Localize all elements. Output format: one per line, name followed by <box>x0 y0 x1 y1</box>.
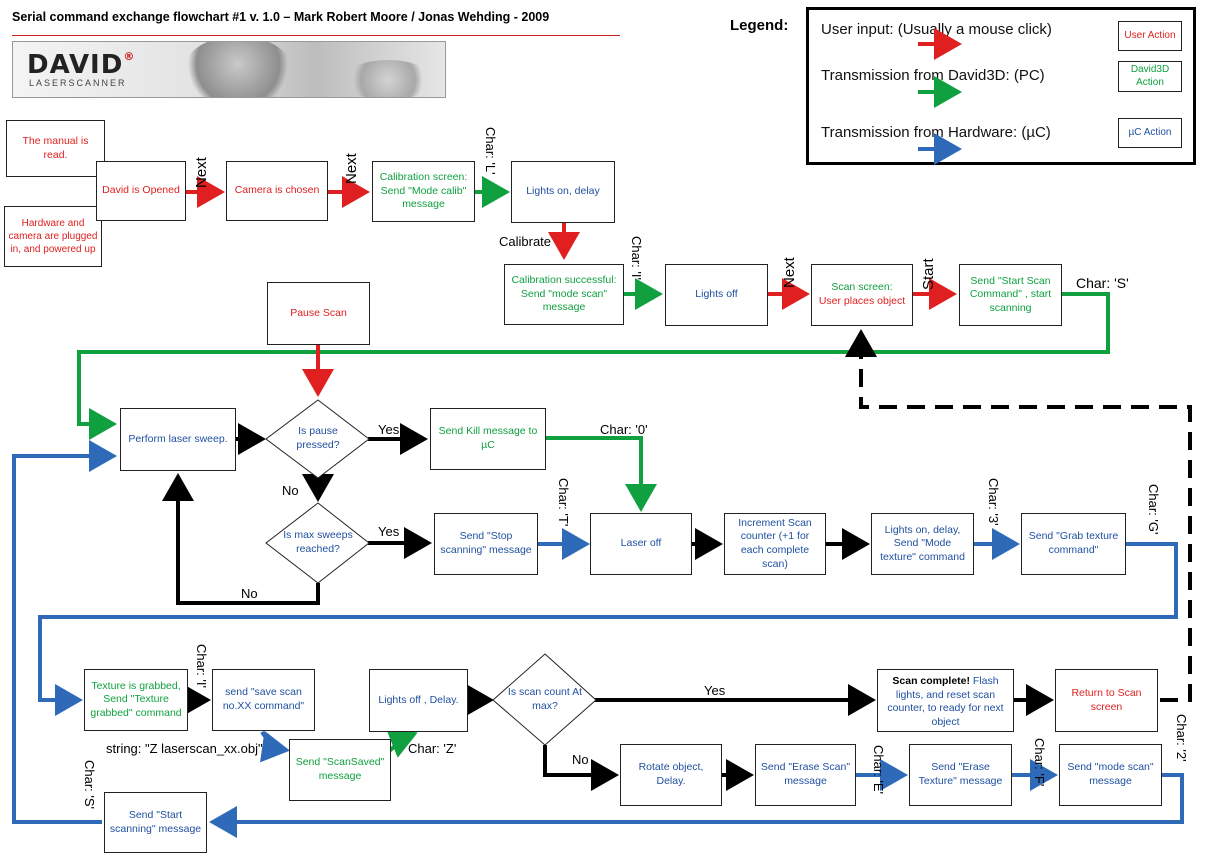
label-no-3: No <box>572 752 589 767</box>
label-char-i: Char: 'I' <box>629 236 644 280</box>
box-rotate-object: Rotate object, Delay. <box>620 744 722 806</box>
box-save-scan: send "save scan no.XX command" <box>212 669 315 731</box>
box-pause-scan: Pause Scan <box>267 282 370 345</box>
legend-hw-chip: µC Action <box>1118 118 1182 148</box>
label-string-z: string: "Z laserscan_xx.obj" <box>106 741 263 756</box>
label-start: Start <box>920 258 937 290</box>
label-yes-3: Yes <box>704 683 726 698</box>
label-char-g: Char: 'G' <box>1146 484 1161 535</box>
label-char-z: Char: 'Z' <box>408 741 457 756</box>
legend-pc-chip: David3D Action <box>1118 61 1182 92</box>
box-scan-screen: Scan screen: User places object <box>811 264 913 326</box>
label-calibrate: Calibrate <box>499 234 552 249</box>
david-logo: DAVID® LASERSCANNER <box>12 41 446 98</box>
box-send-stop-scanning: Send "Stop scanning" message <box>434 513 538 575</box>
label-no-1: No <box>282 483 299 498</box>
box-lights-on-delay: Lights on, delay <box>511 161 615 223</box>
box-calibration-successful: Calibration successful: Send "mode scan"… <box>504 264 624 325</box>
arrow-return-dashed <box>845 329 1192 702</box>
box-hardware-ready: Hardware and camera are plugged in, and … <box>4 206 102 267</box>
label-char-t: Char: 'T' <box>556 478 571 527</box>
label-char-l: Char: 'L' <box>483 127 498 175</box>
diamond-scan-count <box>492 653 597 746</box>
box-lights-off-delay: Lights off , Delay. <box>369 669 468 732</box>
logo-hand-image <box>343 60 433 97</box>
text-scan-count: Is scan count At max? <box>507 686 583 712</box>
arrow-grab-texture <box>38 542 1178 716</box>
diamond-pause-pressed <box>265 399 370 479</box>
arrow-count-no <box>543 745 619 791</box>
box-david-opened: David is Opened <box>96 161 186 221</box>
text-pause-pressed: Is pause pressed? <box>296 425 340 451</box>
label-char-2: Char: '2' <box>1174 714 1189 762</box>
box-return-scan-screen: Return to Scan screen <box>1055 669 1158 732</box>
chart-title: Serial command exchange flowchart #1 v. … <box>12 10 550 24</box>
arrow-start-to-sweep-blue <box>12 440 117 824</box>
box-erase-texture: Send "Erase Texture" message <box>909 744 1012 806</box>
logo-wordmark: DAVID® <box>27 50 135 80</box>
label-char-e: Char: 'E' <box>871 745 886 795</box>
box-scan-complete: Scan complete! Flash lights, and reset s… <box>877 669 1014 732</box>
box-mode-scan: Send "mode scan" message <box>1059 744 1162 806</box>
label-char-3: Char: '3' <box>986 478 1001 526</box>
box-send-start-scanning: Send "Start scanning" message <box>104 792 207 853</box>
label-char-f: Char: 'F' <box>1032 738 1047 787</box>
legend-hw-text: Transmission from Hardware: (µC) <box>821 124 1051 141</box>
box-send-kill: Send Kill message to µC <box>430 408 546 470</box>
label-yes-1: Yes <box>378 422 400 437</box>
legend-box: User input: (Usually a mouse click) Tran… <box>806 7 1196 165</box>
logo-trademark: ® <box>123 50 136 63</box>
arrow-start-to-sweep <box>77 292 1110 440</box>
box-laser-off: Laser off <box>590 513 692 575</box>
label-char-s-top: Char: 'S' <box>1076 275 1129 291</box>
label-next-2: Next <box>343 153 360 184</box>
label-char-s-left: Char: 'S' <box>82 760 97 810</box>
box-camera-chosen: Camera is chosen <box>226 161 328 221</box>
label-next-3: Next <box>781 257 798 288</box>
title-underline <box>12 35 620 36</box>
scan-complete-bold: Scan complete! <box>892 675 970 687</box>
legend-user-chip: User Action <box>1118 21 1182 51</box>
box-texture-grabbed: Texture is grabbed, Send "Texture grabbe… <box>84 669 188 731</box>
logo-wordmark-text: DAVID <box>27 50 124 80</box>
box-lights-on-texture: Lights on, delay, Send "Mode texture" co… <box>871 513 974 575</box>
arrow-max-no <box>162 473 320 605</box>
box-grab-texture: Send "Grab texture command" <box>1021 513 1126 575</box>
box-erase-scan: Send "Erase Scan" message <box>755 744 856 806</box>
box-manual-read: The manual is read. <box>6 120 105 177</box>
arrow-kill-laseroff <box>546 436 657 512</box>
text-max-sweeps: Is max sweeps reached? <box>283 529 353 555</box>
box-lights-off-1: Lights off <box>665 264 768 326</box>
arrow-save-saved <box>259 730 290 763</box>
arrow-modescan-start <box>209 773 1184 838</box>
label-next-1: Next <box>193 157 210 188</box>
label-char-i-2: Char: 'I' <box>194 644 209 688</box>
box-increment-counter: Increment Scan counter (+1 for each comp… <box>724 513 826 575</box>
label-yes-2: Yes <box>378 524 400 539</box>
box-scan-saved: Send "ScanSaved" message <box>289 739 391 801</box>
box-send-start-scan: Send "Start Scan Command" , start scanni… <box>959 264 1062 326</box>
diamond-max-sweeps <box>265 502 370 584</box>
label-no-2: No <box>241 586 258 601</box>
scan-screen-title: Scan screen: <box>831 281 893 294</box>
logo-subtitle: LASERSCANNER <box>29 78 127 88</box>
box-calibration-screen: Calibration screen: Send "Mode calib" me… <box>372 161 475 222</box>
legend-pc-text: Transmission from David3D: (PC) <box>821 67 1045 84</box>
label-char-0: Char: '0' <box>600 422 648 437</box>
scan-screen-sub: User places object <box>818 295 906 307</box>
legend-label: Legend: <box>730 17 789 34</box>
scan-complete-rest: Flash lights, and reset scan counter, to… <box>887 675 1004 728</box>
box-perform-laser-sweep: Perform laser sweep. <box>120 408 236 471</box>
logo-figure-image <box>183 42 293 97</box>
